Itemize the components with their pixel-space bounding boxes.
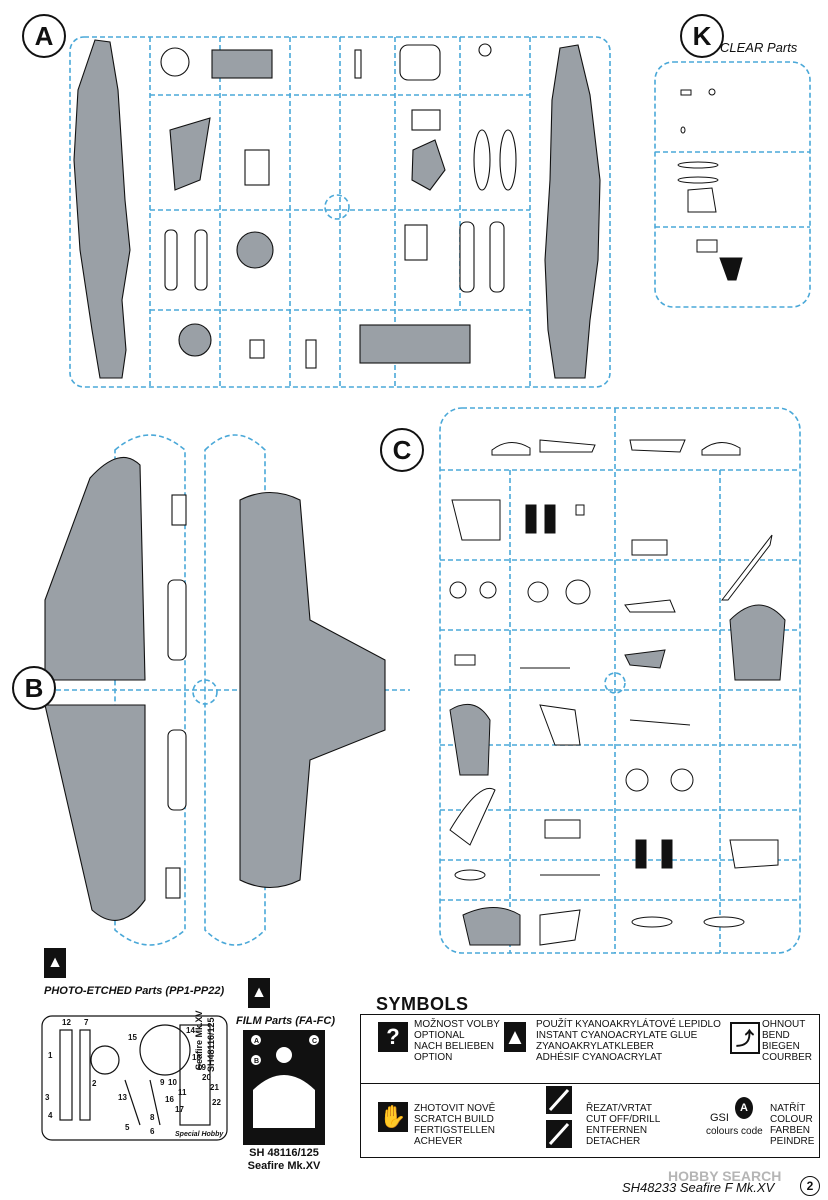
- film-part-artwork: [243, 1030, 325, 1145]
- symbol-bend-text: OHNOUT BEND BIEGEN COURBER: [762, 1019, 813, 1063]
- glue-drop-icon: ▲: [44, 948, 66, 978]
- pe-number: 4: [48, 1111, 53, 1120]
- sprue-k-frame: [654, 61, 811, 308]
- film-letter-a: A: [254, 1038, 259, 1045]
- question-icon: ?: [378, 1022, 408, 1052]
- sprue-b-label: B: [12, 666, 56, 710]
- pe-number: 8: [150, 1113, 155, 1122]
- footer-aircraft: Seafire F Mk.XV: [679, 1180, 775, 1195]
- sprue-k-label: K: [680, 14, 724, 58]
- sprue-a-label: A: [22, 14, 66, 58]
- pe-number: 14: [186, 1026, 195, 1035]
- cut-icon: [546, 1086, 572, 1150]
- clear-parts-caption: CLEAR Parts: [720, 40, 798, 55]
- paint-icon: A: [735, 1097, 753, 1119]
- film-letter-b: B: [254, 1058, 259, 1065]
- page-number: 2: [800, 1176, 820, 1196]
- pe-number: 20: [202, 1073, 211, 1082]
- gsi-label: GSI: [710, 1112, 729, 1124]
- pe-number: 6: [150, 1127, 155, 1136]
- pe-number: 2: [92, 1079, 97, 1088]
- pe-number: 17: [175, 1105, 184, 1114]
- film-code: SH 48116/125: [249, 1147, 319, 1159]
- sprue-k-parts: [677, 88, 743, 281]
- pe-number: 12: [62, 1018, 71, 1027]
- footer-kit-number: SH48233: [622, 1180, 677, 1195]
- symbols-divider: [361, 1083, 819, 1084]
- photo-etched-caption: PHOTO-ETCHED Parts (PP1-PP22): [44, 985, 225, 997]
- glue-drop-icon: ▲: [504, 1022, 526, 1052]
- sprue-c-label: C: [380, 428, 424, 472]
- pe-number: 5: [125, 1123, 130, 1132]
- film-label: SH 48116/125 Seafire Mk.XV: [243, 1147, 325, 1173]
- pe-number: 16: [165, 1095, 174, 1104]
- pe-number: 9: [160, 1078, 165, 1087]
- film-letters: A B C: [254, 1038, 317, 1065]
- symbols-title: SYMBOLS: [376, 994, 469, 1014]
- sprue-a-frame: [69, 36, 611, 388]
- sprue-a-parts: [73, 39, 601, 379]
- symbol-paint-text: NATŘÍT COLOUR FARBEN PEINDRE: [770, 1103, 815, 1147]
- pe-number: 18: [192, 1053, 201, 1062]
- pe-number: 22: [212, 1098, 221, 1107]
- sprue-c-parts: [449, 439, 786, 946]
- sprue-b-parts: [44, 457, 386, 921]
- bend-icon: ⤴: [730, 1022, 760, 1054]
- film-name: Seafire Mk.XV: [247, 1160, 321, 1172]
- footer-kit-title: SH48233 Seafire F Mk.XV: [622, 1180, 774, 1195]
- hand-icon: ✋: [378, 1102, 408, 1132]
- film-letter-c: C: [312, 1038, 317, 1045]
- pe-number: 1: [48, 1051, 53, 1060]
- symbol-cut-text: ŘEZAT/VRTAT CUT OFF/DRILL ENTFERNEN DETA…: [586, 1103, 661, 1147]
- film-caption: FILM Parts (FA-FC): [236, 1015, 335, 1027]
- glue-drop-icon: ▲: [248, 978, 270, 1008]
- paint-letter: A: [740, 1102, 748, 1114]
- symbol-optional-text: MOŽNOST VOLBY OPTIONAL NACH BELIEBEN OPT…: [414, 1019, 500, 1063]
- pe-fret-code: SH48116/125: [206, 1017, 216, 1072]
- colours-code-label: colours code: [706, 1126, 763, 1137]
- pe-number: 11: [178, 1088, 187, 1097]
- pe-number: 7: [84, 1018, 89, 1027]
- pe-fret-brand: Special Hobby: [175, 1131, 224, 1138]
- pe-fret-numbers: 12 7 1 2 3 4 5 6 13 14 15 8 9 10 11 16 1…: [45, 1018, 221, 1136]
- pe-fret-title: Seafire Mk.XV: [194, 1010, 204, 1070]
- pe-number: 13: [118, 1093, 127, 1102]
- symbol-scratch-text: ZHOTOVIT NOVĚ SCRATCH BUILD FERTIGSTELLE…: [414, 1103, 496, 1147]
- pe-fret: [41, 1015, 228, 1141]
- pe-number: 10: [168, 1078, 177, 1087]
- pe-number: 3: [45, 1093, 50, 1102]
- pe-number: 21: [210, 1083, 219, 1092]
- symbols-box: [360, 1014, 820, 1158]
- pe-number: 15: [128, 1033, 137, 1042]
- symbol-glue-text: POUŽÍT KYANOAKRYLÁTOVÉ LEPIDLO INSTANT C…: [536, 1019, 721, 1063]
- watermark: HOBBY SEARCH: [668, 1168, 782, 1184]
- pe-number: 19: [197, 1063, 206, 1072]
